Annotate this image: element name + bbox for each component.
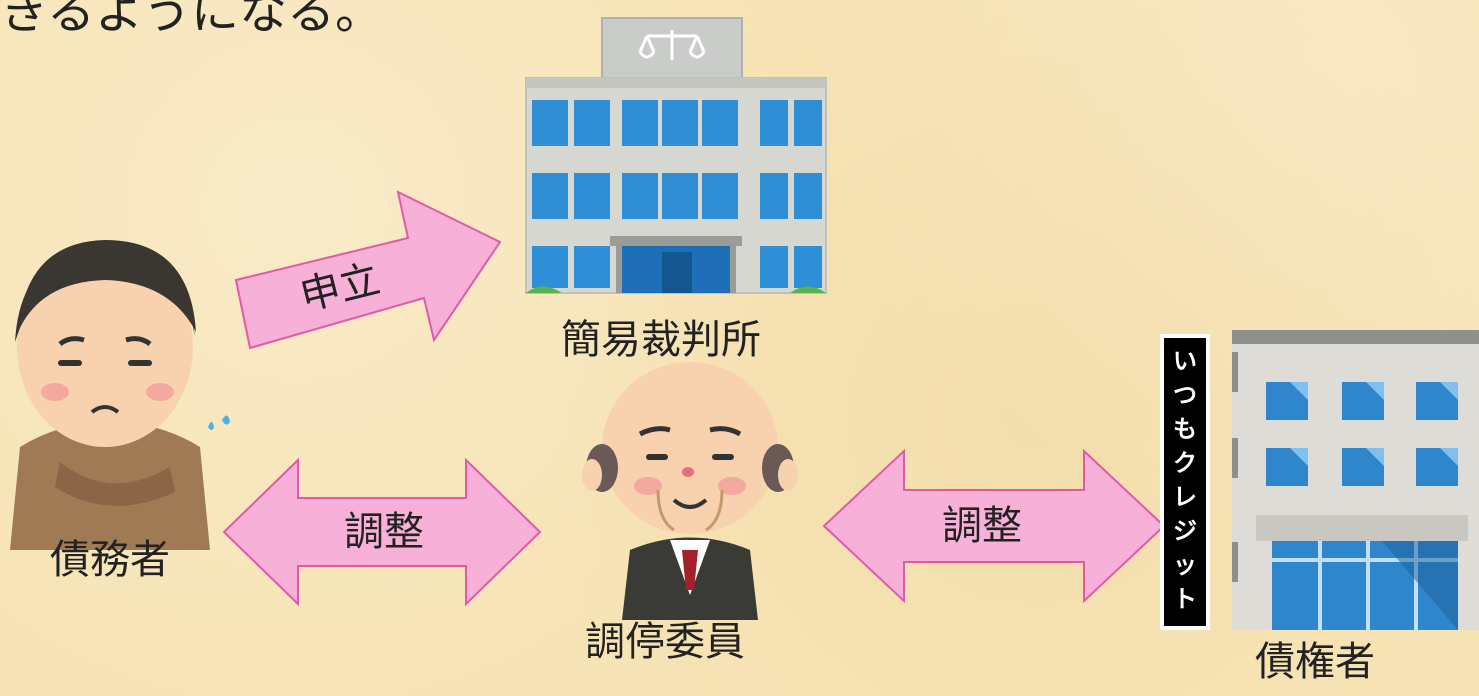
creditor-label: 債権者: [1255, 639, 1375, 685]
debtor-person-icon: [10, 240, 230, 550]
sign-char: ト: [1173, 585, 1197, 613]
mediator-label: 調停委員: [585, 619, 745, 665]
court-building-icon: [525, 17, 827, 294]
sign-char: い: [1173, 347, 1197, 375]
sign-char: ッ: [1173, 551, 1197, 579]
left-double-arrow: [222, 457, 542, 607]
sign-char: も: [1173, 415, 1197, 443]
sign-char: ク: [1173, 449, 1197, 477]
file-arrow: [234, 190, 502, 350]
sign-char: ジ: [1173, 517, 1197, 545]
header-text: きるようになる。: [0, 0, 384, 40]
debtor-label: 債務者: [50, 537, 170, 583]
left-arrow-label: 調整: [344, 509, 424, 555]
mediator-person-icon: [582, 362, 798, 620]
court-label: 簡易裁判所: [561, 317, 761, 363]
right-arrow-label: 調整: [942, 503, 1022, 549]
sign-char: つ: [1173, 381, 1197, 409]
sign-char: レ: [1173, 483, 1197, 511]
creditor-sign: い つ も ク レ ジ ッ ト: [1160, 334, 1210, 630]
creditor-building-icon: [1232, 330, 1479, 630]
